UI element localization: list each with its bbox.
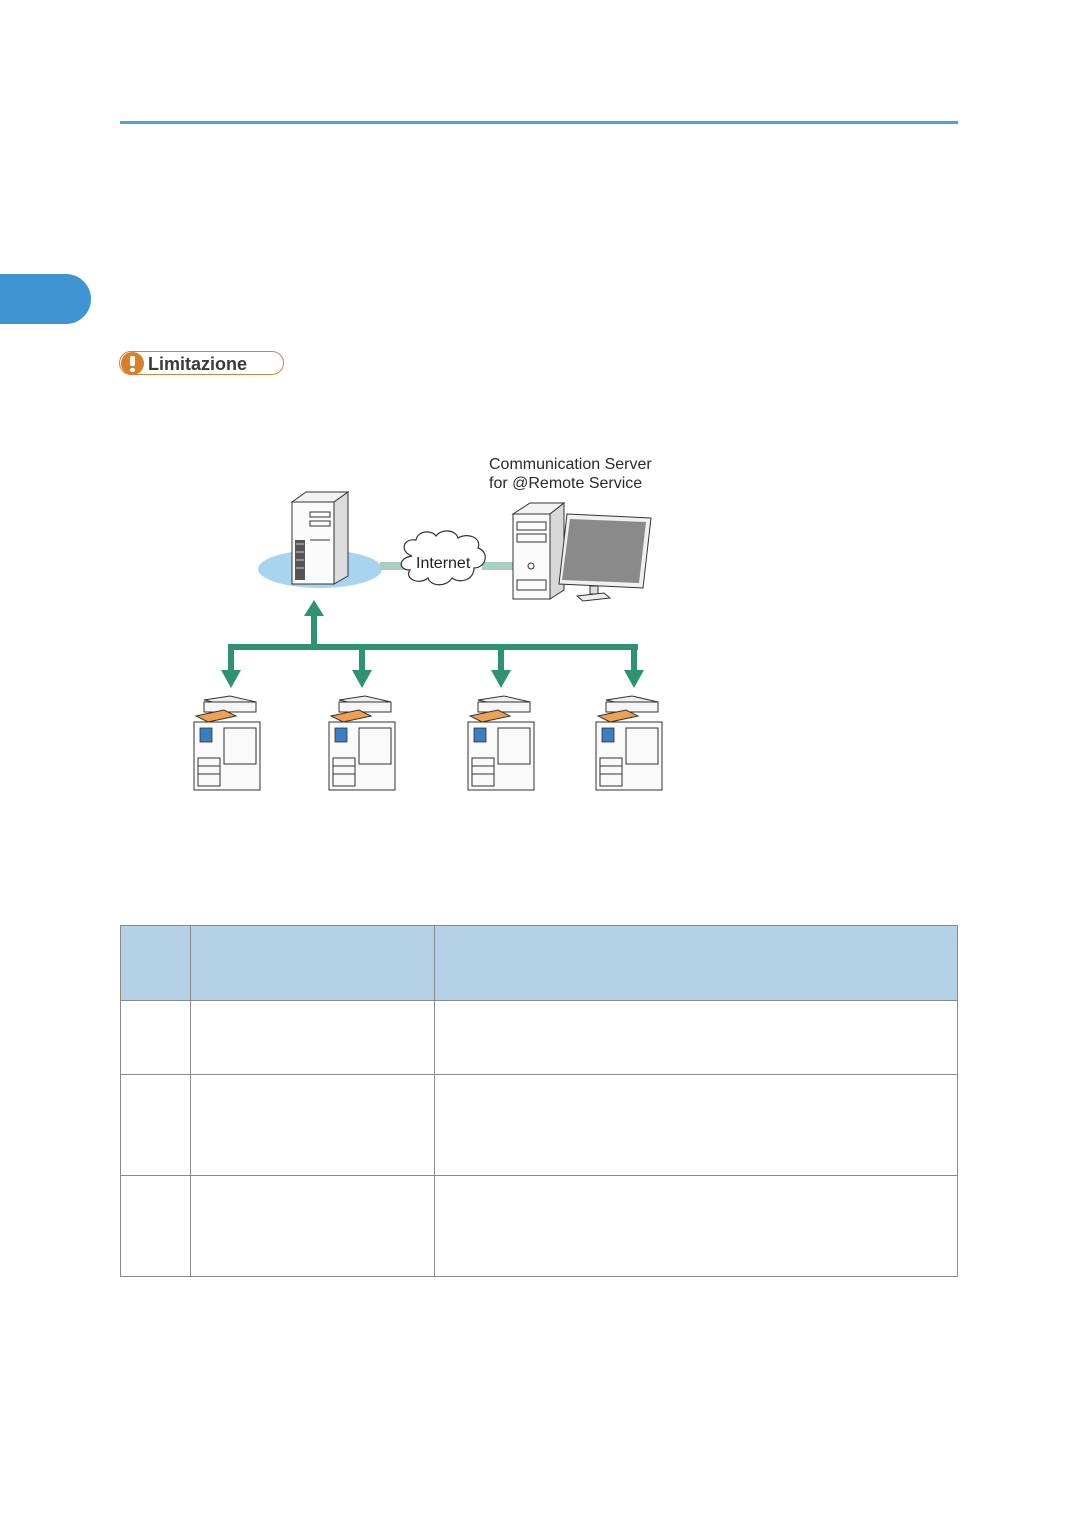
network-arrows bbox=[221, 600, 644, 688]
printer-icon bbox=[595, 695, 663, 791]
warning-icon bbox=[121, 352, 144, 375]
table-cell bbox=[190, 1074, 435, 1176]
server-tower-icon bbox=[290, 491, 350, 585]
header-cell bbox=[434, 925, 958, 1001]
table-cell bbox=[434, 1074, 958, 1176]
table-header-row bbox=[120, 925, 958, 1001]
header-rule bbox=[120, 121, 958, 124]
printer-icon bbox=[328, 695, 396, 791]
server-caption-line2: for @Remote Service bbox=[489, 475, 643, 492]
table-cell bbox=[434, 1000, 958, 1075]
table-row bbox=[120, 1175, 958, 1277]
link-line-right bbox=[482, 562, 516, 570]
header-cell bbox=[190, 925, 435, 1001]
internet-cloud-icon bbox=[400, 530, 486, 586]
table-row bbox=[120, 1000, 958, 1075]
header-cell bbox=[120, 925, 191, 1001]
printer-icon bbox=[193, 695, 261, 791]
internet-label: Internet bbox=[416, 555, 471, 572]
table-cell bbox=[120, 1074, 191, 1176]
table-cell bbox=[434, 1175, 958, 1277]
limitation-notice: Limitazione bbox=[119, 351, 284, 375]
table-cell bbox=[120, 1175, 191, 1277]
link-line-left bbox=[380, 562, 408, 570]
table-cell bbox=[190, 1175, 435, 1277]
info-table bbox=[120, 925, 958, 1277]
table-row bbox=[120, 1074, 958, 1176]
table-cell bbox=[120, 1000, 191, 1075]
communication-server-icon bbox=[511, 501, 566, 600]
server-caption-line1: Communication Server bbox=[489, 456, 652, 473]
printer-icon bbox=[467, 695, 535, 791]
monitor-icon bbox=[558, 513, 652, 602]
limitation-label: Limitazione bbox=[148, 354, 248, 374]
chapter-tab bbox=[0, 274, 91, 324]
table-cell bbox=[190, 1000, 435, 1075]
